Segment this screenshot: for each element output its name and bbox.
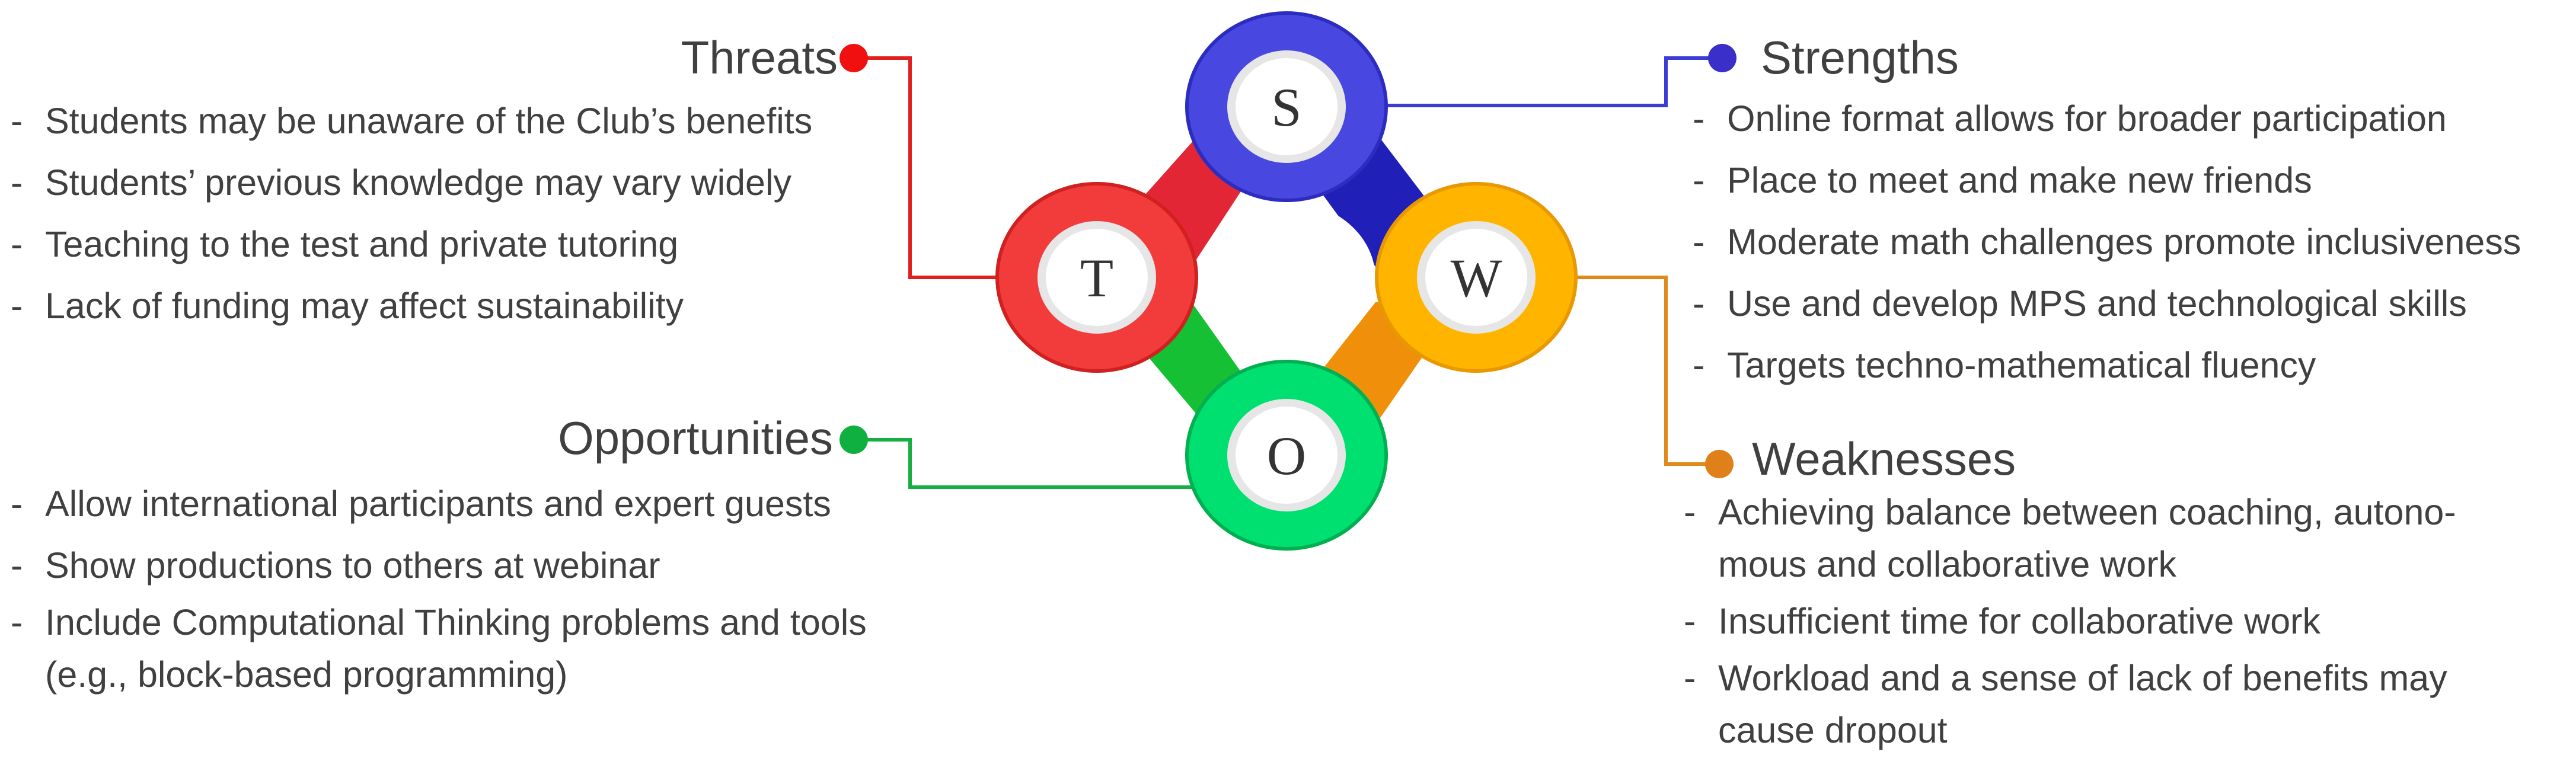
opportunities-circle: O bbox=[1185, 360, 1388, 551]
threats-dot bbox=[839, 44, 868, 72]
strengths-list: Online format allows for broader partici… bbox=[1693, 88, 2570, 396]
list-item: Moderate math challenges promote inclusi… bbox=[1693, 211, 2570, 273]
letter-w: W bbox=[1451, 248, 1502, 308]
center-hole bbox=[1198, 202, 1375, 356]
list-item: Allow international participants and exp… bbox=[11, 473, 888, 535]
weaknesses-circle: W bbox=[1375, 182, 1578, 373]
letter-t: T bbox=[1080, 248, 1113, 308]
list-item: Achieving balance between coaching, auto… bbox=[1684, 486, 2537, 590]
opportunities-connector bbox=[854, 438, 1192, 489]
list-item: Show productions to others at webinar bbox=[11, 535, 888, 596]
threats-circle: T bbox=[995, 182, 1198, 373]
list-item: Insufficient time for collaborative work bbox=[1684, 590, 2537, 652]
strengths-connector bbox=[1375, 56, 1719, 107]
list-item: Students’ previous knowledge may vary wi… bbox=[11, 152, 924, 213]
weaknesses-title: Weaknesses bbox=[1752, 433, 2016, 485]
list-item: Targets techno-mathematical fluency bbox=[1693, 334, 2570, 396]
list-item: Students may be unaware of the Club’s be… bbox=[11, 90, 924, 152]
strengths-circle: S bbox=[1185, 11, 1388, 202]
strengths-dot bbox=[1708, 44, 1737, 72]
threats-title: Threats bbox=[681, 31, 838, 84]
list-item: Lack of funding may affect sustainabilit… bbox=[11, 275, 924, 337]
list-item: Place to meet and make new friends bbox=[1693, 149, 2570, 211]
list-item: Use and develop MPS and technological sk… bbox=[1693, 273, 2570, 334]
letter-o: O bbox=[1267, 426, 1306, 486]
opportunities-title: Opportunities bbox=[558, 412, 833, 464]
list-item: Include Computational Thinking problems … bbox=[11, 596, 888, 701]
list-item: Teaching to the test and private tutorin… bbox=[11, 213, 924, 275]
list-item: Workload and a sense of lack of benefits… bbox=[1684, 652, 2537, 756]
weaknesses-connector bbox=[1571, 276, 1716, 466]
weaknesses-dot bbox=[1705, 450, 1734, 478]
opportunities-list: Allow international participants and exp… bbox=[11, 473, 888, 701]
opportunities-dot bbox=[839, 426, 868, 454]
threats-list: Students may be unaware of the Club’s be… bbox=[11, 90, 924, 337]
weaknesses-list: Achieving balance between coaching, auto… bbox=[1684, 486, 2537, 756]
strengths-title: Strengths bbox=[1761, 31, 1959, 84]
letter-s: S bbox=[1271, 77, 1301, 137]
list-item: Online format allows for broader partici… bbox=[1693, 88, 2570, 149]
